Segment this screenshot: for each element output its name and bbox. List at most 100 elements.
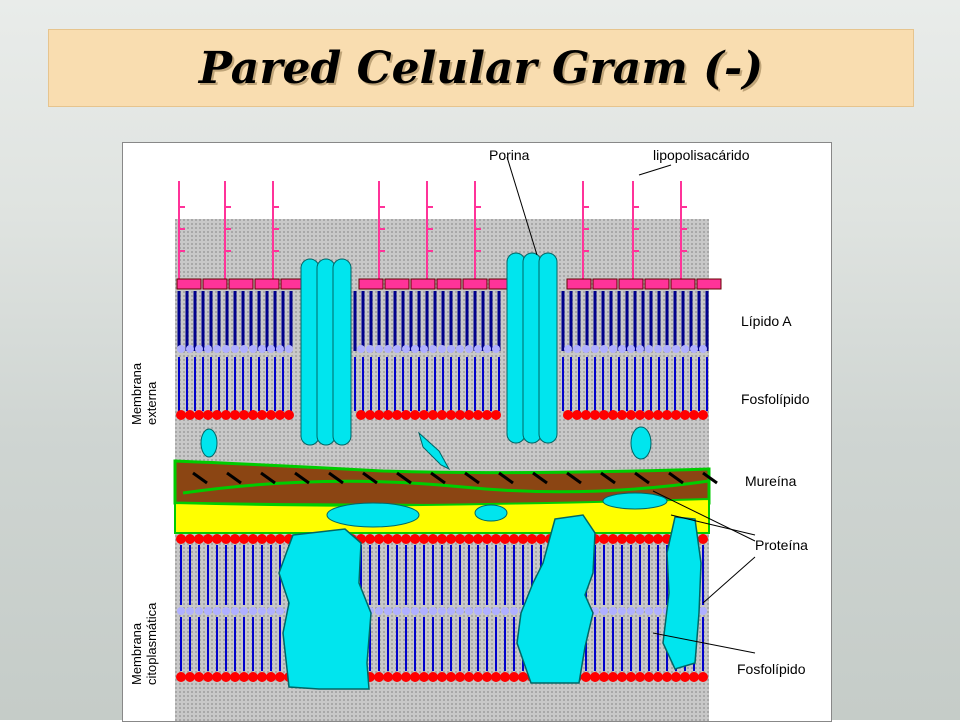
cell-wall-diagram: Porina lipopolisacárido Lípido A Fosfolí… — [122, 142, 832, 722]
murein-green-line — [182, 479, 710, 495]
inner-head-mid — [393, 607, 401, 615]
murein-crosslink — [430, 471, 446, 485]
murein-crosslink — [192, 471, 208, 485]
phospholipid-head-upper — [483, 345, 491, 353]
lipid-a-head — [670, 278, 696, 290]
lipid-a-head — [410, 278, 436, 290]
phospholipid-head-upper — [357, 345, 365, 353]
inner-head-bottom — [374, 672, 384, 682]
inner-head-top — [509, 534, 519, 544]
inner-head-bottom — [617, 672, 627, 682]
phospholipid-head-upper — [591, 345, 599, 353]
inner-head-bottom — [653, 672, 663, 682]
inner-head-bottom — [239, 672, 249, 682]
inner-head-bottom — [176, 672, 186, 682]
phospholipid-head-upper — [249, 345, 257, 353]
phospholipid-head — [284, 410, 294, 420]
inner-head-mid — [474, 607, 482, 615]
lipid-a-head — [384, 278, 410, 290]
inner-head-mid — [636, 607, 644, 615]
phospholipid-head — [176, 410, 186, 420]
phospholipid-head-upper — [474, 345, 482, 353]
phospholipid-head — [635, 410, 645, 420]
phospholipid-head-upper — [447, 345, 455, 353]
lipid-a-head — [254, 278, 280, 290]
phospholipid-head-upper — [627, 345, 635, 353]
inner-head-mid — [438, 607, 446, 615]
leader-lines — [506, 156, 756, 654]
inner-head-top — [185, 534, 195, 544]
inner-head-top — [599, 534, 609, 544]
murein-crosslinks — [192, 471, 718, 485]
label-membrana-cito-line2: citoplasmática — [144, 602, 159, 685]
inner-head-bottom — [392, 672, 402, 682]
inner-membrane-heads-top — [176, 534, 708, 544]
inner-head-bottom — [248, 672, 258, 682]
phospholipid-head — [581, 410, 591, 420]
periplasmic-protein-4 — [326, 502, 420, 528]
phospholipid-head-upper — [393, 345, 401, 353]
inner-head-bottom — [437, 672, 447, 682]
phospholipid-head-upper — [636, 345, 644, 353]
inner-head-bottom — [455, 672, 465, 682]
phospholipid-head — [464, 410, 474, 420]
inner-head-bottom — [599, 672, 609, 682]
phospholipid-head — [644, 410, 654, 420]
phospholipid-head-upper — [429, 345, 437, 353]
phospholipid-head — [356, 410, 366, 420]
label-membrana-cito-line1: Membrana — [129, 622, 144, 685]
inner-head-bottom — [608, 672, 618, 682]
phospholipid-head-upper — [699, 345, 707, 353]
lipid-a-head — [176, 278, 202, 290]
inner-head-top — [653, 534, 663, 544]
inner-head-top — [428, 534, 438, 544]
inner-head-bottom — [203, 672, 213, 682]
phospholipid-head — [239, 410, 249, 420]
inner-head-bottom — [698, 672, 708, 682]
inner-head-top — [230, 534, 240, 544]
inner-head-mid — [699, 607, 707, 615]
phospholipid-head-upper — [465, 345, 473, 353]
lipid-a-head — [202, 278, 228, 290]
phospholipid-head — [563, 410, 573, 420]
diagram-graphic — [173, 156, 756, 721]
phospholipid-head-upper — [384, 345, 392, 353]
phospholipid-head — [248, 410, 258, 420]
phospholipid-head — [572, 410, 582, 420]
inner-head-mid — [231, 607, 239, 615]
phospholipid-head — [221, 410, 231, 420]
inner-head-bottom — [626, 672, 636, 682]
inner-head-bottom — [275, 672, 285, 682]
inner-head-mid — [609, 607, 617, 615]
phospholipid-head — [698, 410, 708, 420]
phospholipid-head — [365, 410, 375, 420]
phospholipid-head — [653, 410, 663, 420]
inner-head-top — [698, 534, 708, 544]
membrane-protein-1 — [278, 528, 372, 690]
inner-head-mid — [492, 607, 500, 615]
lipid-a-head — [696, 278, 722, 290]
inner-head-bottom — [230, 672, 240, 682]
inner-head-mid — [483, 607, 491, 615]
inner-head-mid — [186, 607, 194, 615]
phospholipid-head-upper — [267, 345, 275, 353]
phospholipid-head — [626, 410, 636, 420]
phospholipid-head-upper — [204, 345, 212, 353]
inner-head-top — [257, 534, 267, 544]
inner-head-bottom — [518, 672, 528, 682]
inner-head-bottom — [401, 672, 411, 682]
phospholipid-head — [275, 410, 285, 420]
inner-head-mid — [402, 607, 410, 615]
phospholipid-head-upper — [609, 345, 617, 353]
lipid-a-head — [462, 278, 488, 290]
murein-crosslink — [260, 471, 276, 485]
inner-head-top — [383, 534, 393, 544]
murein-crosslink — [532, 471, 548, 485]
phospholipid-head — [689, 410, 699, 420]
phospholipid-head — [482, 410, 492, 420]
inner-head-bottom — [428, 672, 438, 682]
inner-head-top — [500, 534, 510, 544]
periplasmic-protein-1 — [200, 428, 218, 458]
inner-head-bottom — [473, 672, 483, 682]
